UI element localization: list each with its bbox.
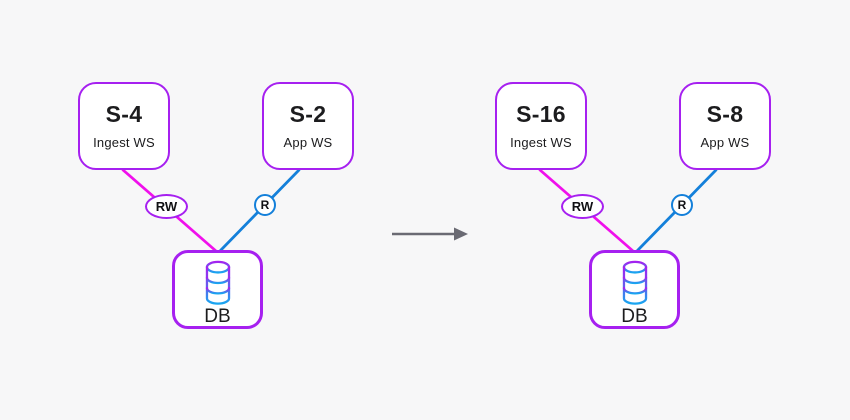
database-icon: [622, 260, 647, 305]
node-subtitle: Ingest WS: [510, 134, 572, 150]
node-ingest-ws-after: S-16 Ingest WS: [495, 82, 587, 170]
edge-label-text: R: [677, 198, 687, 212]
node-title: S-16: [516, 100, 566, 127]
node-title: S-8: [706, 100, 744, 127]
node-app-ws-after: S-8 App WS: [679, 82, 771, 170]
node-db-after: DB: [589, 250, 680, 329]
node-db-before: DB: [172, 250, 263, 329]
transition-arrow-head: [454, 227, 468, 241]
edge-label-text: RW: [155, 199, 178, 214]
edge-label-rw-after: RW: [561, 194, 604, 219]
node-subtitle: Ingest WS: [93, 134, 155, 150]
node-ingest-ws-before: S-4 Ingest WS: [78, 82, 170, 170]
node-app-ws-before: S-2 App WS: [262, 82, 354, 170]
database-icon: [205, 260, 230, 305]
node-title: S-2: [289, 100, 327, 127]
transition-arrow: [392, 227, 468, 241]
node-title: S-4: [105, 100, 143, 127]
node-label: DB: [204, 306, 231, 327]
edge-label-text: R: [260, 198, 270, 212]
node-subtitle: App WS: [283, 134, 333, 150]
edge-label-r-before: R: [254, 194, 276, 216]
edge-label-text: RW: [571, 199, 594, 214]
node-label: DB: [621, 306, 648, 327]
node-subtitle: App WS: [700, 134, 750, 150]
edge-label-r-after: R: [671, 194, 693, 216]
edge-label-rw-before: RW: [145, 194, 188, 219]
